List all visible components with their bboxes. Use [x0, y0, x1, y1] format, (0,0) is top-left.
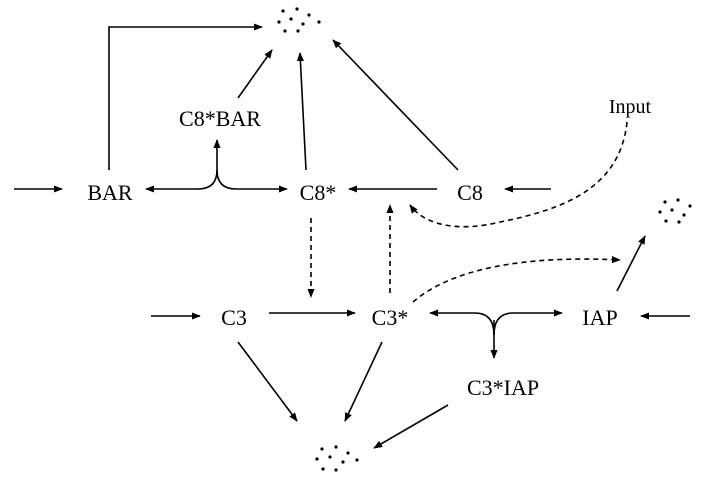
degradation-sink-right — [658, 198, 692, 224]
node-bar: BAR — [87, 180, 133, 205]
c3-induced-iap-degradation-arrow — [412, 256, 621, 303]
input-signal-arrow — [409, 121, 628, 228]
c3-degradation-arrow — [237, 341, 298, 422]
node-c3-active: C3* — [372, 305, 409, 330]
degradation-sink-bottom — [315, 445, 359, 472]
node-c3: C3 — [221, 305, 247, 330]
c8-bar-degradation-arrow — [237, 49, 273, 99]
node-c8-active: C8* — [300, 180, 337, 205]
bar-degradation-arrow — [108, 23, 263, 170]
bar-c8-binding-branch-right — [216, 169, 288, 193]
c3-iap-binding-branch-left — [429, 309, 495, 336]
c8-active-degradation-arrow — [296, 52, 307, 171]
c8-degradation-arrow — [332, 39, 459, 171]
c3-iap-degradation-arrow — [373, 404, 449, 449]
c3-active-degradation-arrow — [344, 341, 383, 422]
node-c8-bar: C8*BAR — [179, 106, 261, 131]
node-c8: C8 — [457, 180, 483, 205]
iap-degradation-arrow — [616, 235, 646, 292]
input-label: Input — [609, 96, 652, 118]
bar-c8-binding-branch-left — [145, 169, 218, 193]
degradation-sink-top — [277, 7, 321, 33]
node-c3-iap: C3*IAP — [467, 375, 539, 400]
c3-iap-binding-branch-right — [493, 309, 563, 336]
node-iap: IAP — [582, 305, 617, 330]
